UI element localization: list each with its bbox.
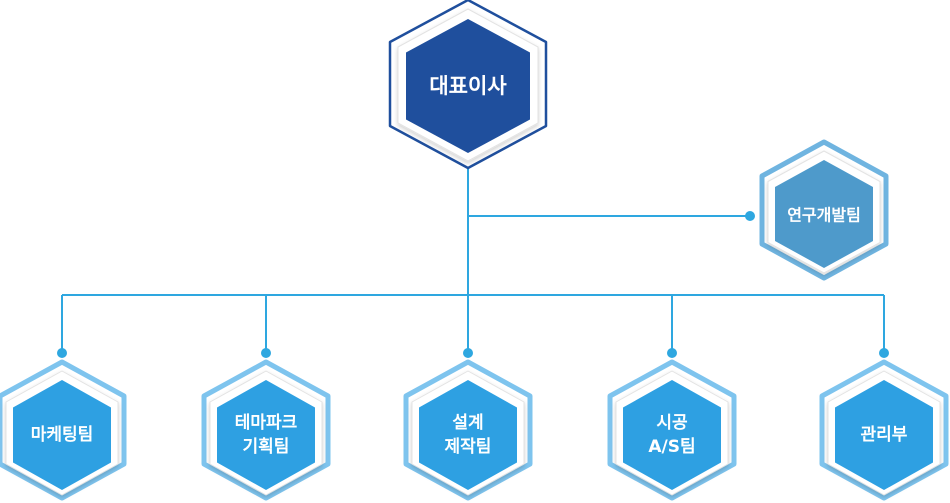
team-label-line: 기획팀 bbox=[243, 437, 290, 457]
ceo-node: 대표이사 bbox=[388, 0, 548, 170]
team-connector-dot bbox=[261, 348, 271, 358]
team-label-line: A/S팀 bbox=[648, 437, 695, 457]
ceo-inner-hex bbox=[406, 19, 530, 153]
team-node: 시공 A/S팀 bbox=[607, 359, 737, 501]
team-label-line: 관리부 bbox=[861, 425, 908, 445]
team-node: 마케팅팀 bbox=[0, 359, 127, 501]
team-label-line: 제작팀 bbox=[445, 437, 492, 457]
team-inner-hex bbox=[623, 380, 721, 490]
team-label-line: 시공 bbox=[656, 413, 688, 433]
team-inner-hex bbox=[835, 380, 933, 490]
team-inner-hex bbox=[13, 380, 111, 490]
rnd-node: 연구개발팀 bbox=[759, 139, 889, 281]
team-inner-hex bbox=[419, 380, 517, 490]
team-connector-dot bbox=[667, 348, 677, 358]
team-connector-dot bbox=[463, 348, 473, 358]
ceo-label: 대표이사 bbox=[429, 74, 507, 98]
team-inner-hex bbox=[217, 380, 315, 490]
rnd-inner-hex bbox=[775, 160, 873, 268]
team-label-line: 설계 bbox=[452, 413, 483, 433]
team-connector-dot bbox=[57, 348, 67, 358]
connectors bbox=[57, 168, 889, 358]
team-label-line: 마케팅팀 bbox=[31, 425, 94, 445]
team-node: 관리부 bbox=[819, 359, 949, 501]
rnd-label: 연구개발팀 bbox=[787, 206, 861, 225]
team-label-line: 테마파크 bbox=[235, 413, 298, 433]
rnd-connector-dot bbox=[745, 211, 755, 221]
team-connector-dot bbox=[879, 348, 889, 358]
